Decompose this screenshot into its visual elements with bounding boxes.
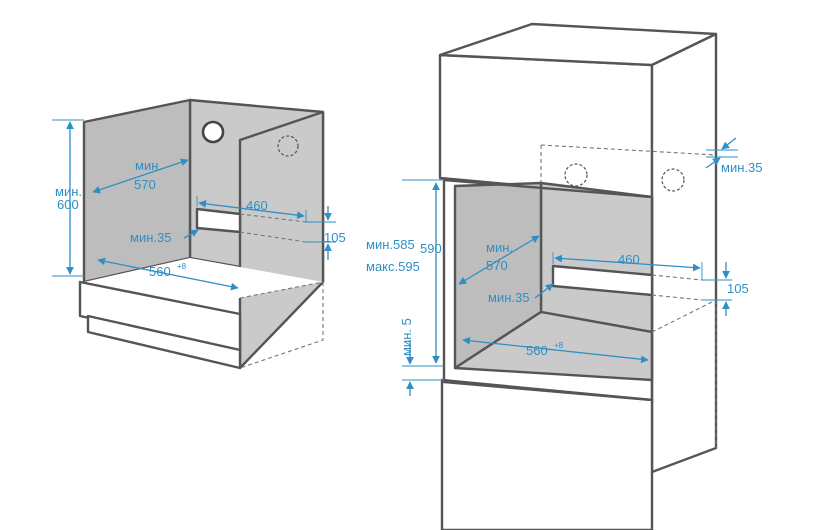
left-cabinet-right-side xyxy=(238,110,325,370)
right-width-label: 560 xyxy=(526,343,548,358)
left-vent-offset-label: мин.35 xyxy=(130,230,171,245)
left-cabinet-base xyxy=(86,314,242,370)
left-depth-dimension xyxy=(92,158,189,194)
right-top-clearance-dimension xyxy=(721,137,737,150)
right-min-height-label: мин.585 xyxy=(366,237,415,252)
right-depth-label-1: мин. xyxy=(486,240,513,255)
right-cabinet-side-panel xyxy=(650,32,718,474)
left-width-tolerance: +8 xyxy=(177,262,187,271)
right-top-clearance-label: мин.35 xyxy=(721,160,762,175)
left-width-dimension xyxy=(97,257,239,291)
right-width-tolerance: +8 xyxy=(554,341,564,350)
right-cabinet xyxy=(438,22,718,530)
left-cabinet-side-hole xyxy=(277,135,299,157)
left-width-label: 560 xyxy=(149,264,171,279)
right-vent-width-label: 460 xyxy=(618,252,640,267)
right-vent-height-label: 105 xyxy=(727,281,749,296)
left-cabinet-back-hole xyxy=(201,120,225,144)
right-gap-label: мин. 5 xyxy=(399,318,414,356)
left-depth-label-1: мин. xyxy=(135,158,162,173)
left-height-label-1: мин. xyxy=(55,184,82,199)
left-cabinet xyxy=(78,98,325,370)
right-height-label: 590 xyxy=(420,241,442,256)
right-vent-offset-dimension xyxy=(534,283,554,299)
left-dimensions xyxy=(52,119,336,291)
right-vent-offset-label: мин.35 xyxy=(488,290,529,305)
right-vent-width-dimension xyxy=(554,254,701,272)
left-vent-height-label: 105 xyxy=(324,230,346,245)
right-side-hole xyxy=(661,168,685,192)
right-depth-dimension xyxy=(458,235,540,285)
right-max-height-label: макс.595 xyxy=(366,259,420,274)
left-height-label-2: 600 xyxy=(57,197,79,212)
right-depth-label-2: 570 xyxy=(486,258,508,273)
right-top-hole xyxy=(564,163,588,187)
right-cabinet-lower-body xyxy=(440,378,654,530)
left-vent-width-dimension xyxy=(198,199,305,220)
left-depth-label-2: 570 xyxy=(134,177,156,192)
left-cabinet-vent-slot xyxy=(195,207,242,234)
left-vent-width-label: 460 xyxy=(246,198,268,213)
right-width-dimension xyxy=(462,336,649,364)
right-cabinet-top-box-front xyxy=(438,53,654,199)
left-vent-offset-dimension xyxy=(183,229,199,239)
right-dimensions xyxy=(402,137,738,396)
